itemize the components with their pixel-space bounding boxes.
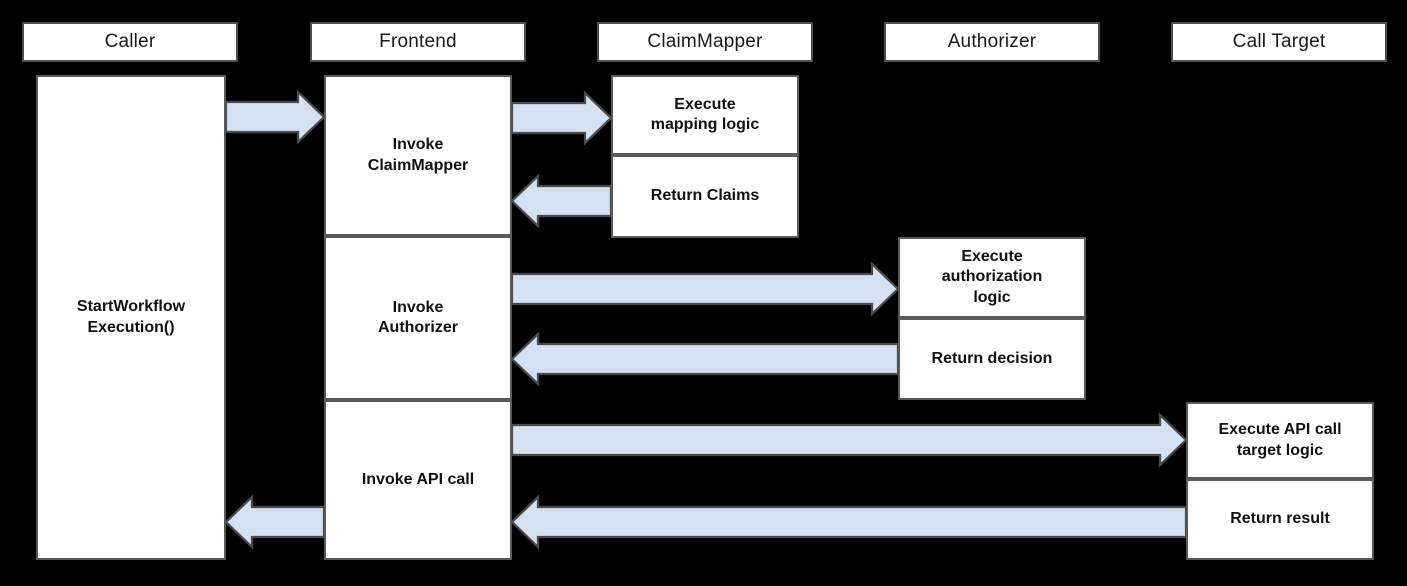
arrow-shape xyxy=(510,90,613,146)
activation-calltarget-return-result: Return result xyxy=(1186,479,1374,560)
message-arrow-msg-caller-to-frontend xyxy=(224,89,326,145)
arrow-shape xyxy=(510,261,900,317)
activation-claimmapper-return-claims: Return Claims xyxy=(611,155,799,238)
lifeline-header-caller: Caller xyxy=(22,22,238,62)
message-arrow-msg-authorizer-to-frontend xyxy=(510,331,900,387)
activation-label: StartWorkflow Execution() xyxy=(76,298,186,336)
activation-frontend-invoke-claimmapper: Invoke ClaimMapper xyxy=(324,75,512,236)
lifeline-header-claimmapper: ClaimMapper xyxy=(597,22,813,62)
lifeline-header-authorizer: Authorizer xyxy=(884,22,1100,62)
activation-authorizer-execute-authorization-logic: Execute authorization logic xyxy=(898,237,1086,318)
message-arrow-msg-frontend-to-caller xyxy=(224,494,326,550)
activation-caller-start-workflow: StartWorkflow Execution() xyxy=(36,75,226,560)
activation-frontend-invoke-api-call: Invoke API call xyxy=(324,400,512,560)
lifeline-header-label: Caller xyxy=(104,31,156,52)
lifeline-header-label: Authorizer xyxy=(947,31,1037,52)
arrow-shape xyxy=(510,173,613,229)
arrow-shape xyxy=(510,494,1188,550)
arrow-shape xyxy=(224,494,326,550)
activation-label: Execute authorization logic xyxy=(941,247,1043,306)
lifeline-header-label: Frontend xyxy=(379,31,457,52)
activation-label: Execute API call target logic xyxy=(1218,421,1342,459)
activation-authorizer-return-decision: Return decision xyxy=(898,318,1086,400)
lifeline-header-label: Call Target xyxy=(1232,31,1326,52)
lifeline-header-frontend: Frontend xyxy=(310,22,526,62)
message-arrow-msg-frontend-to-calltarget xyxy=(510,412,1188,468)
message-arrow-msg-calltarget-to-frontend xyxy=(510,494,1188,550)
activation-calltarget-execute-api-call-target-logic: Execute API call target logic xyxy=(1186,402,1374,479)
message-arrow-msg-frontend-to-authorizer xyxy=(510,261,900,317)
message-arrow-msg-claimmapper-to-frontend xyxy=(510,173,613,229)
arrow-shape xyxy=(510,412,1188,468)
activation-frontend-invoke-authorizer: Invoke Authorizer xyxy=(324,236,512,400)
activation-label: Return decision xyxy=(931,349,1053,367)
arrow-shape xyxy=(510,331,900,387)
lifeline-header-calltarget: Call Target xyxy=(1171,22,1387,62)
activation-label: Execute mapping logic xyxy=(650,95,760,133)
activation-label: Return result xyxy=(1230,510,1330,528)
message-arrow-msg-frontend-to-claimmapper xyxy=(510,90,613,146)
activation-label: Invoke API call xyxy=(361,470,475,488)
arrow-shape xyxy=(224,89,326,145)
activation-label: Return Claims xyxy=(650,187,760,205)
lifeline-header-label: ClaimMapper xyxy=(647,31,763,52)
activation-label: Invoke Authorizer xyxy=(378,298,458,336)
activation-label: Invoke ClaimMapper xyxy=(367,136,469,174)
activation-claimmapper-execute-mapping-logic: Execute mapping logic xyxy=(611,75,799,155)
